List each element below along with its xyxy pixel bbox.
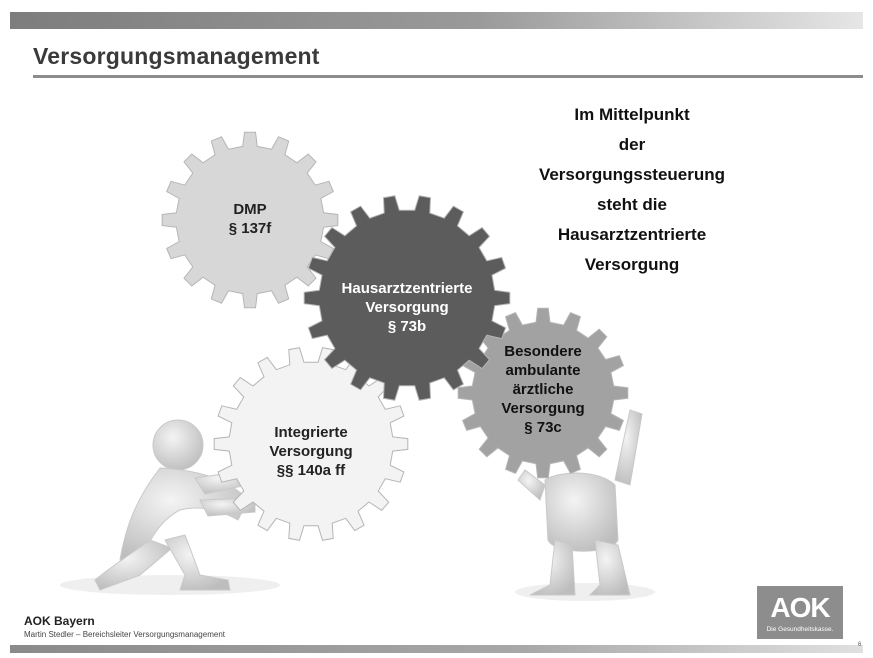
- bottom-banner-bar: [10, 645, 863, 653]
- gear-hzv-line-1: Hausarztzentrierte: [341, 280, 473, 297]
- headline-line-3: Versorgungssteuerung: [538, 165, 726, 184]
- figure-left: [94, 419, 256, 591]
- gear-label-integrated: Integrierte Versorgung §§ 140a ff: [246, 423, 376, 480]
- gear-special: [457, 307, 629, 479]
- figure-right: [517, 409, 643, 596]
- gear-dmp-line-2: § 137f: [228, 220, 272, 237]
- gear-hzv-line-2: Versorgung: [365, 299, 449, 316]
- aok-logo-subtitle: Die Gesundheitskasse.: [766, 626, 834, 633]
- footer-organization: AOK Bayern: [24, 614, 95, 628]
- footer-author: Martin Stedler – Bereichsleiter Versorgu…: [24, 630, 225, 639]
- gear-integrated-line-1: Integrierte: [274, 424, 348, 441]
- gear-integrated: [213, 347, 409, 541]
- aok-logo: AOK Die Gesundheitskasse.: [757, 586, 843, 639]
- gear-dmp-line-1: DMP: [233, 201, 267, 218]
- gear-special-line-1: Besondere: [504, 343, 582, 360]
- gear-hzv-line-3: § 73b: [387, 318, 427, 335]
- gear-hzv: [303, 195, 511, 401]
- gear-integrated-line-3: §§ 140a ff: [276, 462, 346, 479]
- gear-special-line-3: ärztliche: [512, 381, 574, 398]
- gear-integrated-line-2: Versorgung: [269, 443, 353, 460]
- gear-label-special: Besondere ambulante ärztliche Versorgung…: [488, 342, 598, 437]
- headline-line-2: der: [618, 135, 646, 154]
- headline-line-6: Versorgung: [584, 255, 680, 274]
- aok-logo-text: AOK: [770, 592, 830, 623]
- headline-line-4: steht die: [597, 195, 667, 214]
- gear-label-dmp: DMP § 137f: [205, 200, 295, 238]
- top-banner-bar: [10, 12, 863, 29]
- gear-label-hzv: Hausarztzentrierte Versorgung § 73b: [313, 279, 501, 336]
- headline-line-5: Hausarztzentrierte: [557, 225, 707, 244]
- title-underline: [33, 75, 863, 78]
- gear-special-line-2: ambulante: [505, 362, 581, 379]
- gear-special-line-5: § 73c: [524, 419, 562, 436]
- floor-shadow-left: [60, 575, 280, 595]
- headline-text: Im Mittelpunkt der Versorgungssteuerung …: [505, 100, 759, 280]
- headline-line-1: Im Mittelpunkt: [574, 105, 690, 124]
- slide-title: Versorgungsmanagement: [33, 43, 320, 69]
- gear-dmp: [161, 131, 339, 309]
- gear-special-line-4: Versorgung: [501, 400, 585, 417]
- page-number: 6: [858, 642, 862, 648]
